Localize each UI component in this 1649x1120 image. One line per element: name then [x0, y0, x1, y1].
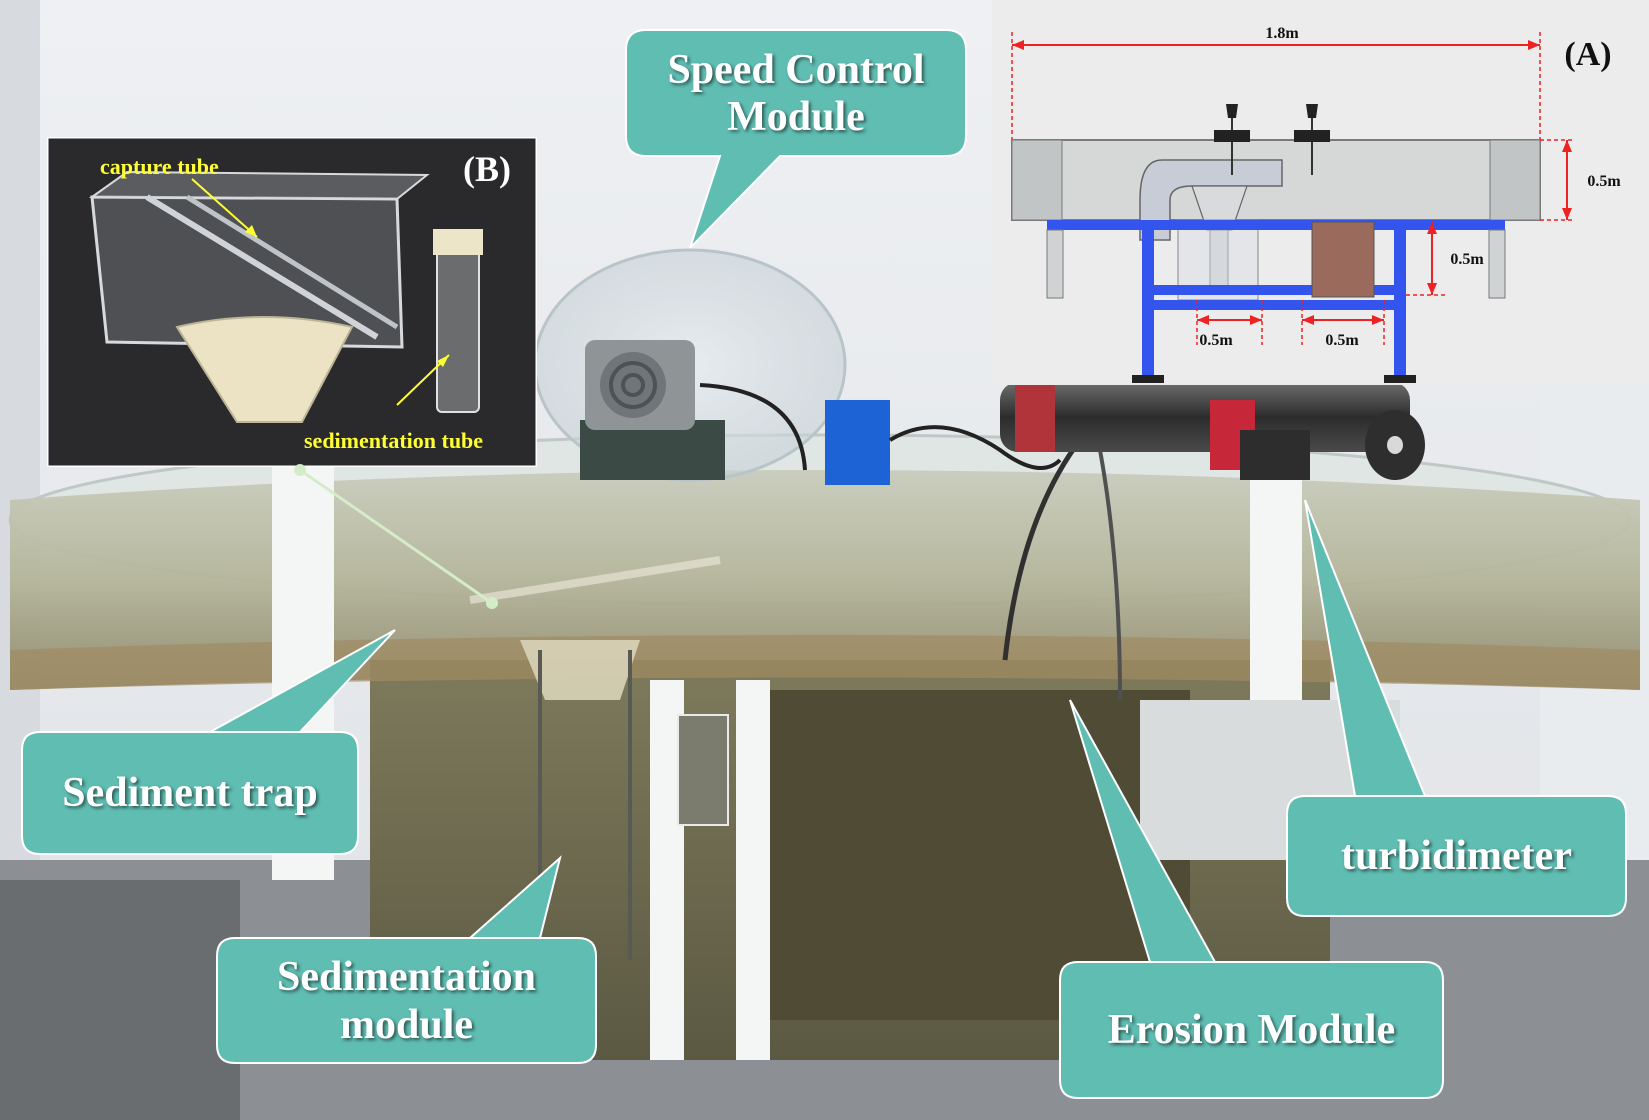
sedimentation-module-line1: Sedimentation [276, 954, 536, 1001]
inset-a-tag: (A) [1564, 36, 1611, 73]
dim-width-label: 1.8m [1265, 25, 1299, 42]
dim-height-leg-label: 0.5m [1450, 251, 1484, 268]
sedimentation-tube-label: sedimentation tube [304, 428, 484, 453]
sedimentation-module-bubble [216, 855, 597, 1064]
sediment-trap-label: Sediment trap [62, 770, 318, 817]
dim-bottom-right-label: 0.5m [1325, 332, 1359, 349]
erosion-block [1311, 221, 1375, 298]
inset-a-schematic: 1.8m (A) [992, 0, 1649, 385]
dim-bottom-left-label: 0.5m [1199, 332, 1233, 349]
capture-tube-label: capture tube [100, 154, 219, 179]
turbidimeter-label: turbidimeter [1341, 833, 1572, 880]
sedimentation-module-callout: Sedimentation module [219, 942, 594, 1061]
dim-height-top-label: 0.5m [1587, 173, 1621, 190]
sedimentation-module-line2: module [339, 1001, 473, 1048]
inset-b-photo [47, 137, 537, 467]
erosion-module-bubble [1059, 699, 1444, 1099]
erosion-module-callout: Erosion Module [1062, 966, 1441, 1096]
inset-b-tag: (B) [463, 149, 511, 189]
sediment-trap-bubble [21, 629, 396, 855]
turbidimeter-callout: turbidimeter [1289, 800, 1624, 914]
turbidimeter-bubble [1286, 499, 1627, 917]
speed-control-bubble [625, 29, 967, 249]
capture-elbow [1139, 159, 1283, 241]
speed-control-line2: Module [727, 94, 865, 140]
support-frame-top [1047, 220, 1505, 230]
speed-control-line1: Speed Control [667, 46, 925, 93]
erosion-module-label: Erosion Module [1107, 1007, 1396, 1054]
sediment-trap-callout: Sediment trap [24, 736, 356, 852]
speed-control-callout: Speed Control Module [628, 34, 964, 154]
